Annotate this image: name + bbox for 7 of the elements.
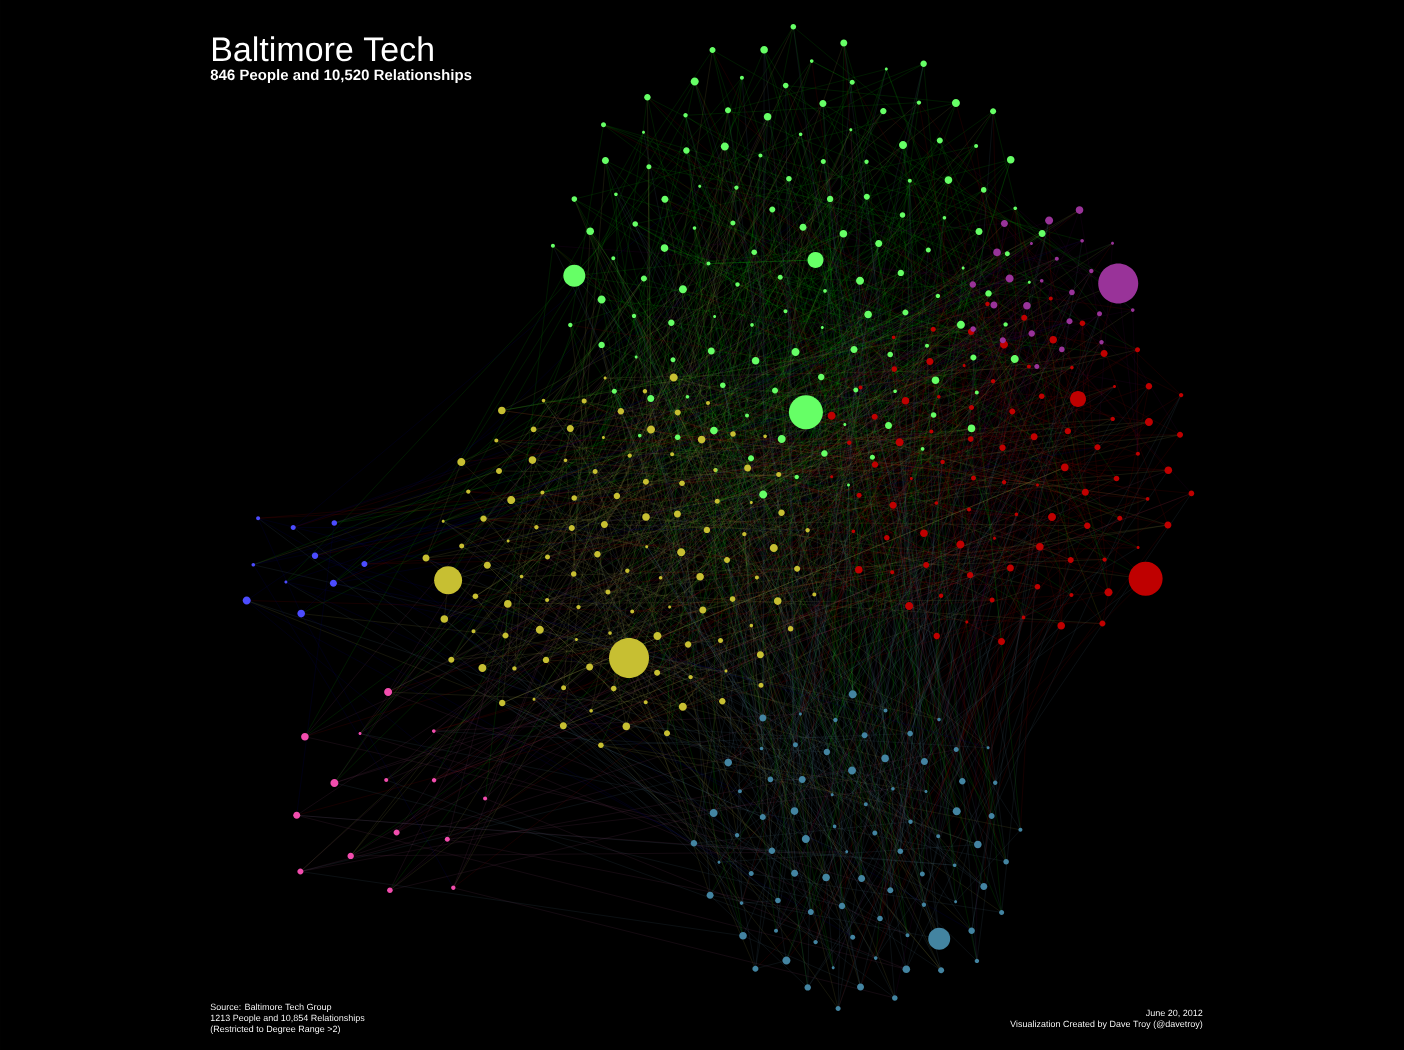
- title: Baltimore Tech: [213, 36, 433, 62]
- credit-note: Visualization Created by Dave Troy (@davetroy): [1010, 1020, 1203, 1029]
- date-note: June 20, 2012: [1145, 1009, 1203, 1018]
- source-note: (Restricted to Degree Range >2): [210, 1025, 340, 1034]
- source-note: 1213 People and 10,854 Relationships: [210, 1014, 365, 1023]
- source-note: Source: Baltimore Tech Group: [210, 1003, 332, 1012]
- subtitle: 846 People and 10,520 Relationships: [210, 69, 472, 84]
